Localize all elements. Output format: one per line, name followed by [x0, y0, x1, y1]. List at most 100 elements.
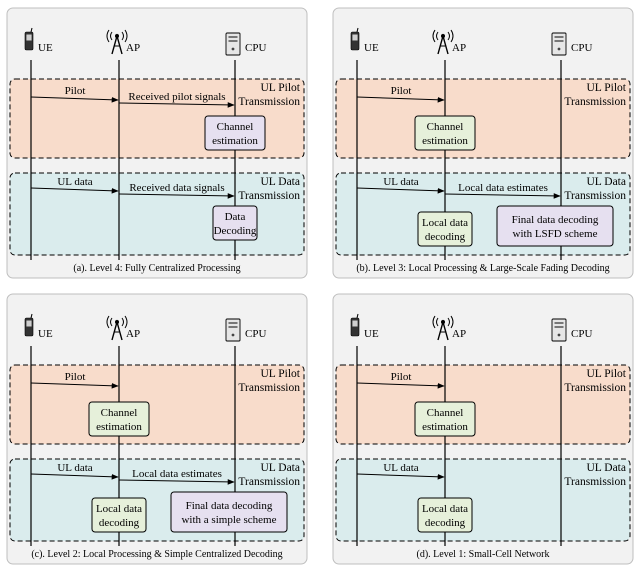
panel-caption: (b). Level 3: Local Processing & Large-S…: [356, 263, 609, 274]
ap-signal-waves: [432, 315, 454, 329]
ap-label: AP: [126, 328, 140, 340]
pilot-arrow: [356, 382, 445, 389]
processing-box-label: Channel: [101, 407, 138, 419]
ap-emitter: [441, 320, 445, 324]
ap-label: AP: [452, 328, 466, 340]
data-arrow: [30, 187, 119, 194]
server-drive: [554, 36, 564, 38]
server-drive: [554, 322, 564, 324]
data-region-label: UL Data: [587, 462, 627, 474]
processing-box: [496, 205, 614, 247]
pilot-arrow: [356, 96, 445, 103]
ap-label: AP: [452, 42, 466, 54]
ue-label: UE: [38, 42, 53, 54]
phone-antenna: [30, 313, 33, 319]
cpu-label: CPU: [245, 42, 266, 54]
phone-icon: [24, 313, 34, 337]
phone-icon: [24, 27, 34, 51]
data-arrow-label: Local data estimates: [132, 468, 222, 480]
pilot-arrow: [118, 102, 235, 108]
access-point-icon: [432, 315, 454, 341]
ap-signal-waves: [106, 29, 128, 43]
phone-antenna: [356, 313, 359, 319]
data-region-label: UL Data: [261, 462, 301, 474]
panel-caption: (a). Level 4: Fully Centralized Processi…: [73, 263, 240, 274]
processing-box-label: with LSFD scheme: [513, 228, 598, 240]
data-arrow: [30, 473, 119, 480]
access-point-icon: [106, 29, 128, 55]
processing-box: [212, 205, 258, 241]
server-case: [551, 32, 567, 56]
data-region-label: Transmission: [238, 476, 300, 488]
phone-antenna: [356, 27, 359, 33]
data-region-label: Transmission: [564, 476, 626, 488]
processing-box-label: Channel: [217, 121, 254, 133]
server-power-light: [557, 333, 561, 337]
server-drive: [554, 40, 564, 42]
processing-box-label: estimation: [422, 421, 468, 433]
pilot-region-label: UL Pilot: [260, 368, 300, 380]
pilot-region-label: Transmission: [564, 96, 626, 108]
data-arrow-label: Received data signals: [129, 182, 224, 194]
processing-box-label: Channel: [427, 121, 464, 133]
data-arrow-label: Local data estimates: [458, 182, 548, 194]
server-case: [551, 318, 567, 342]
phone-screen: [352, 320, 358, 327]
data-arrow-label: UL data: [57, 176, 92, 188]
server-icon: [225, 318, 241, 342]
phone-icon: [350, 27, 360, 51]
pilot-arrow: [30, 96, 119, 103]
data-region-label: Transmission: [238, 190, 300, 202]
server-drive: [554, 326, 564, 328]
data-arrow: [444, 193, 561, 199]
pilot-region-label: Transmission: [564, 382, 626, 394]
data-arrow-label: UL data: [383, 176, 418, 188]
ue-label: UE: [364, 328, 379, 340]
data-arrow-label: UL data: [57, 462, 92, 474]
processing-box-label: with a simple scheme: [181, 514, 276, 526]
processing-box-label: decoding: [425, 231, 466, 243]
pilot-arrow-label: Received pilot signals: [128, 91, 225, 103]
processing-box-label: Data: [225, 211, 246, 223]
server-drive: [228, 322, 238, 324]
processing-box-label: Final data decoding: [186, 500, 273, 512]
phone-antenna: [30, 27, 33, 33]
processing-box: [88, 401, 150, 437]
processing-box-label: Local data: [422, 503, 468, 515]
processing-box-label: Channel: [427, 407, 464, 419]
processing-box-label: Decoding: [214, 225, 257, 237]
processing-box: [417, 211, 473, 247]
processing-box-label: estimation: [212, 135, 258, 147]
ue-label: UE: [38, 328, 53, 340]
data-arrow: [356, 187, 445, 194]
phone-screen: [26, 320, 32, 327]
ap-emitter: [115, 320, 119, 324]
data-arrow: [118, 479, 235, 485]
server-power-light: [557, 47, 561, 51]
server-icon: [225, 32, 241, 56]
server-drive: [228, 40, 238, 42]
data-region-label: UL Data: [261, 176, 301, 188]
data-arrow: [356, 473, 445, 480]
phone-screen: [352, 34, 358, 41]
pilot-region-label: UL Pilot: [586, 368, 626, 380]
data-region-label: UL Data: [587, 176, 627, 188]
data-arrow: [118, 193, 235, 199]
pilot-region-label: Transmission: [238, 96, 300, 108]
ap-emitter: [441, 34, 445, 38]
cpu-label: CPU: [571, 328, 592, 340]
pilot-arrow-label: Pilot: [65, 85, 86, 97]
processing-box: [414, 115, 476, 151]
cpu-label: CPU: [571, 42, 592, 54]
ap-signal-waves: [432, 29, 454, 43]
server-icon: [551, 32, 567, 56]
processing-box: [417, 497, 473, 533]
phone-screen: [26, 34, 32, 41]
data-transmission-region: [335, 458, 631, 542]
server-power-light: [231, 47, 235, 51]
server-icon: [551, 318, 567, 342]
server-case: [225, 318, 241, 342]
panel-caption: (c). Level 2: Local Processing & Simple …: [31, 549, 282, 560]
processing-box-label: estimation: [422, 135, 468, 147]
